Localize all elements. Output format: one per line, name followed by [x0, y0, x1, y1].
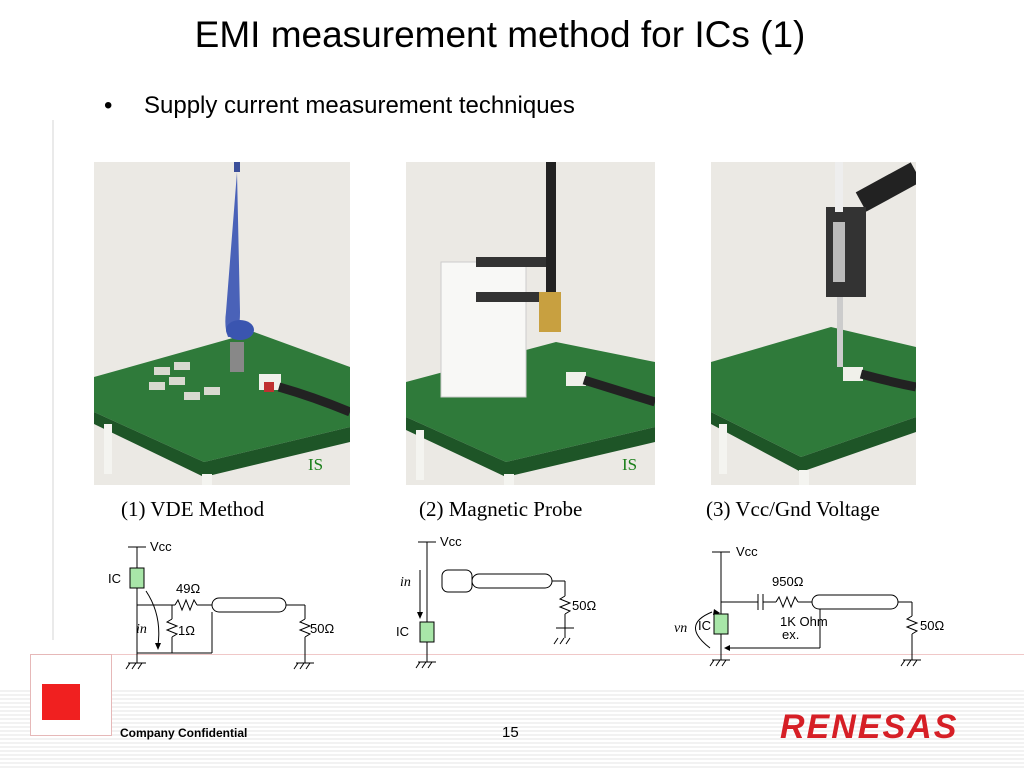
- bullet-text: Supply current measurement techniques: [144, 92, 575, 119]
- caption-vde-method: (1) VDE Method: [121, 497, 265, 521]
- bullet-item: • Supply current measurement techniques: [104, 92, 575, 120]
- slide-title: EMI measurement method for ICs (1): [194, 14, 806, 55]
- circuit1-r1-label: 49Ω: [176, 581, 200, 596]
- red-square-decoration: [42, 684, 80, 720]
- is-label-photo2: IS: [622, 455, 638, 474]
- circuit2-r1-label: 50Ω: [572, 598, 596, 613]
- circuit3-note1: 1K Ohm: [780, 614, 828, 629]
- circuit-magnetic-probe: Vcc IC 50Ω in: [396, 534, 596, 669]
- photo-magnetic-probe: [406, 162, 655, 485]
- is-label-photo1: IS: [308, 455, 324, 474]
- bullet-symbol: •: [104, 92, 113, 119]
- circuit3-ic-label: IC: [698, 618, 711, 633]
- circuit3-r1-label: 950Ω: [772, 574, 804, 589]
- footer-band: [0, 690, 1024, 768]
- footer-divider: [30, 654, 1024, 655]
- circuit3-note2: ex.: [782, 627, 799, 642]
- circuit1-current-label: in: [136, 622, 147, 637]
- circuit2-vcc-label: Vcc: [440, 534, 462, 549]
- left-decoration-line: [52, 120, 54, 640]
- caption-vcc-gnd-voltage: (3) Vcc/Gnd Voltage: [706, 497, 880, 521]
- circuit1-vcc-label: Vcc: [150, 539, 172, 554]
- circuit3-vcc-label: Vcc: [736, 544, 758, 559]
- circuit3-voltage-label: vn: [674, 621, 687, 636]
- circuit1-r3-label: 50Ω: [310, 621, 334, 636]
- footer-confidential: Company Confidential: [120, 726, 248, 740]
- circuit1-r2-label: 1Ω: [178, 623, 195, 638]
- circuit1-ic-label: IC: [108, 571, 121, 586]
- circuit2-current-label: in: [400, 575, 411, 590]
- svg-text:RENESAS: RENESAS: [780, 708, 958, 746]
- circuit2-ic-label: IC: [396, 624, 409, 639]
- photo-vde-method: [94, 162, 350, 485]
- photo-vcc-gnd-voltage: [711, 162, 916, 485]
- caption-magnetic-probe: (2) Magnetic Probe: [419, 497, 583, 521]
- renesas-logo: RENESAS: [780, 708, 958, 746]
- circuit3-r2-label: 50Ω: [920, 618, 944, 633]
- page-number: 15: [502, 724, 519, 741]
- circuit-vcc-gnd-voltage: Vcc IC 950Ω 1K Ohm ex. 50Ω vn: [674, 544, 944, 667]
- circuit-vde-method: Vcc IC 49Ω 1Ω 50Ω in: [108, 539, 334, 670]
